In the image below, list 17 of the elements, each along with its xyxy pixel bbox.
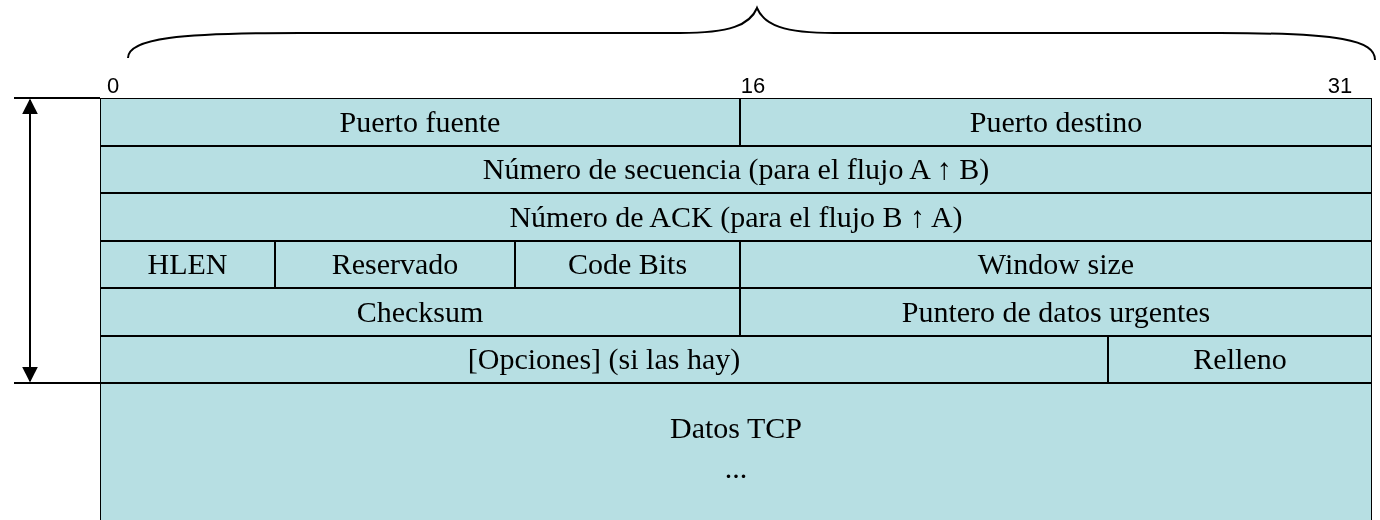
header-field: Relleno xyxy=(1108,335,1372,383)
header-field: Code Bits xyxy=(515,240,740,288)
header-field: Número de secuencia (para el flujo A ↑ B) xyxy=(100,145,1372,193)
header-field: Puntero de datos urgentes xyxy=(740,288,1372,336)
header-field: Checksum xyxy=(100,288,740,336)
bit-number: 31 xyxy=(1327,73,1353,99)
header-field: Puerto destino xyxy=(740,98,1372,146)
header-field: Window size xyxy=(740,240,1372,288)
data-label: Datos TCP xyxy=(670,410,802,446)
bit-number: 16 xyxy=(740,73,766,99)
header-field: Reservado xyxy=(275,240,515,288)
header-field: Puerto fuente xyxy=(100,98,740,146)
ellipsis: ... xyxy=(724,450,748,486)
header-field: HLEN xyxy=(100,240,275,288)
bit-number: 0 xyxy=(106,73,120,99)
header-field: [Opciones] (si las hay) xyxy=(100,335,1108,383)
header-field: Número de ACK (para el flujo B ↑ A) xyxy=(100,193,1372,241)
